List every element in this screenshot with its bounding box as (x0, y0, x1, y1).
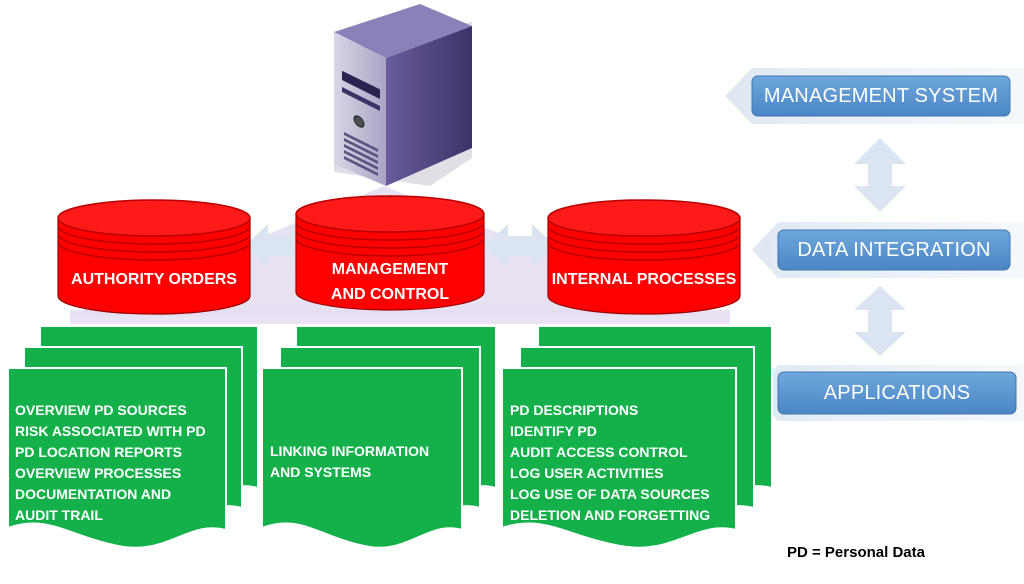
document-line: PD LOCATION REPORTS (15, 444, 182, 460)
layer-box-data-integration (777, 229, 1011, 271)
document-stack-internal (501, 325, 773, 549)
document-line: LOG USER ACTIVITIES (510, 465, 664, 481)
layer-label-management-system: MANAGEMENT SYSTEM (763, 85, 999, 107)
double-arrow-icon (854, 286, 906, 356)
platform-base (70, 310, 730, 324)
database-authority-orders (57, 199, 251, 315)
document-line: AND SYSTEMS (270, 464, 372, 480)
document-line: DELETION AND FORGETTING (510, 507, 711, 523)
database-label-line: AND CONTROL (330, 286, 450, 303)
database-label-internal-processes: INTERNAL PROCESSES (551, 271, 737, 288)
document-line: PD DESCRIPTIONS (510, 402, 639, 418)
document-line: RISK ASSOCIATED WITH PD (15, 423, 206, 439)
document-line: OVERVIEW PD SOURCES (15, 402, 187, 418)
database-management-and-control (295, 195, 485, 311)
double-arrow-icon (484, 224, 556, 268)
document-line: OVERVIEW PROCESSES (15, 465, 182, 481)
layer-label-applications: APPLICATIONS (823, 382, 971, 404)
document-line: DOCUMENTATION AND (15, 486, 172, 502)
layer-box-management-system (751, 75, 1011, 117)
document-line: LINKING INFORMATION (270, 443, 430, 459)
document-line: AUDIT ACCESS CONTROL (510, 444, 688, 460)
document-text-internal: PD DESCRIPTIONS IDENTIFY PD AUDIT ACCESS… (510, 400, 710, 526)
database-label-authority-orders: AUTHORITY ORDERS (71, 271, 237, 288)
layer-label-data-integration: DATA INTEGRATION (797, 239, 991, 261)
document-line: IDENTIFY PD (510, 423, 597, 439)
server-icon (334, 4, 472, 186)
layer-box-applications (777, 371, 1017, 415)
footnote-legend: PD = Personal Data (787, 544, 925, 561)
document-text-authority: OVERVIEW PD SOURCES RISK ASSOCIATED WITH… (15, 400, 206, 526)
database-label-line: MANAGEMENT (331, 261, 449, 278)
database-label-management-and-control: MANAGEMENT AND CONTROL (296, 260, 484, 305)
document-stack-authority (7, 325, 259, 549)
document-text-management: LINKING INFORMATION AND SYSTEMS (270, 441, 429, 483)
document-line: AUDIT TRAIL (15, 507, 103, 523)
document-line: LOG USE OF DATA SOURCES (510, 486, 710, 502)
document-stack-management (261, 325, 497, 549)
double-arrow-icon (854, 138, 906, 212)
database-internal-processes (547, 199, 741, 315)
